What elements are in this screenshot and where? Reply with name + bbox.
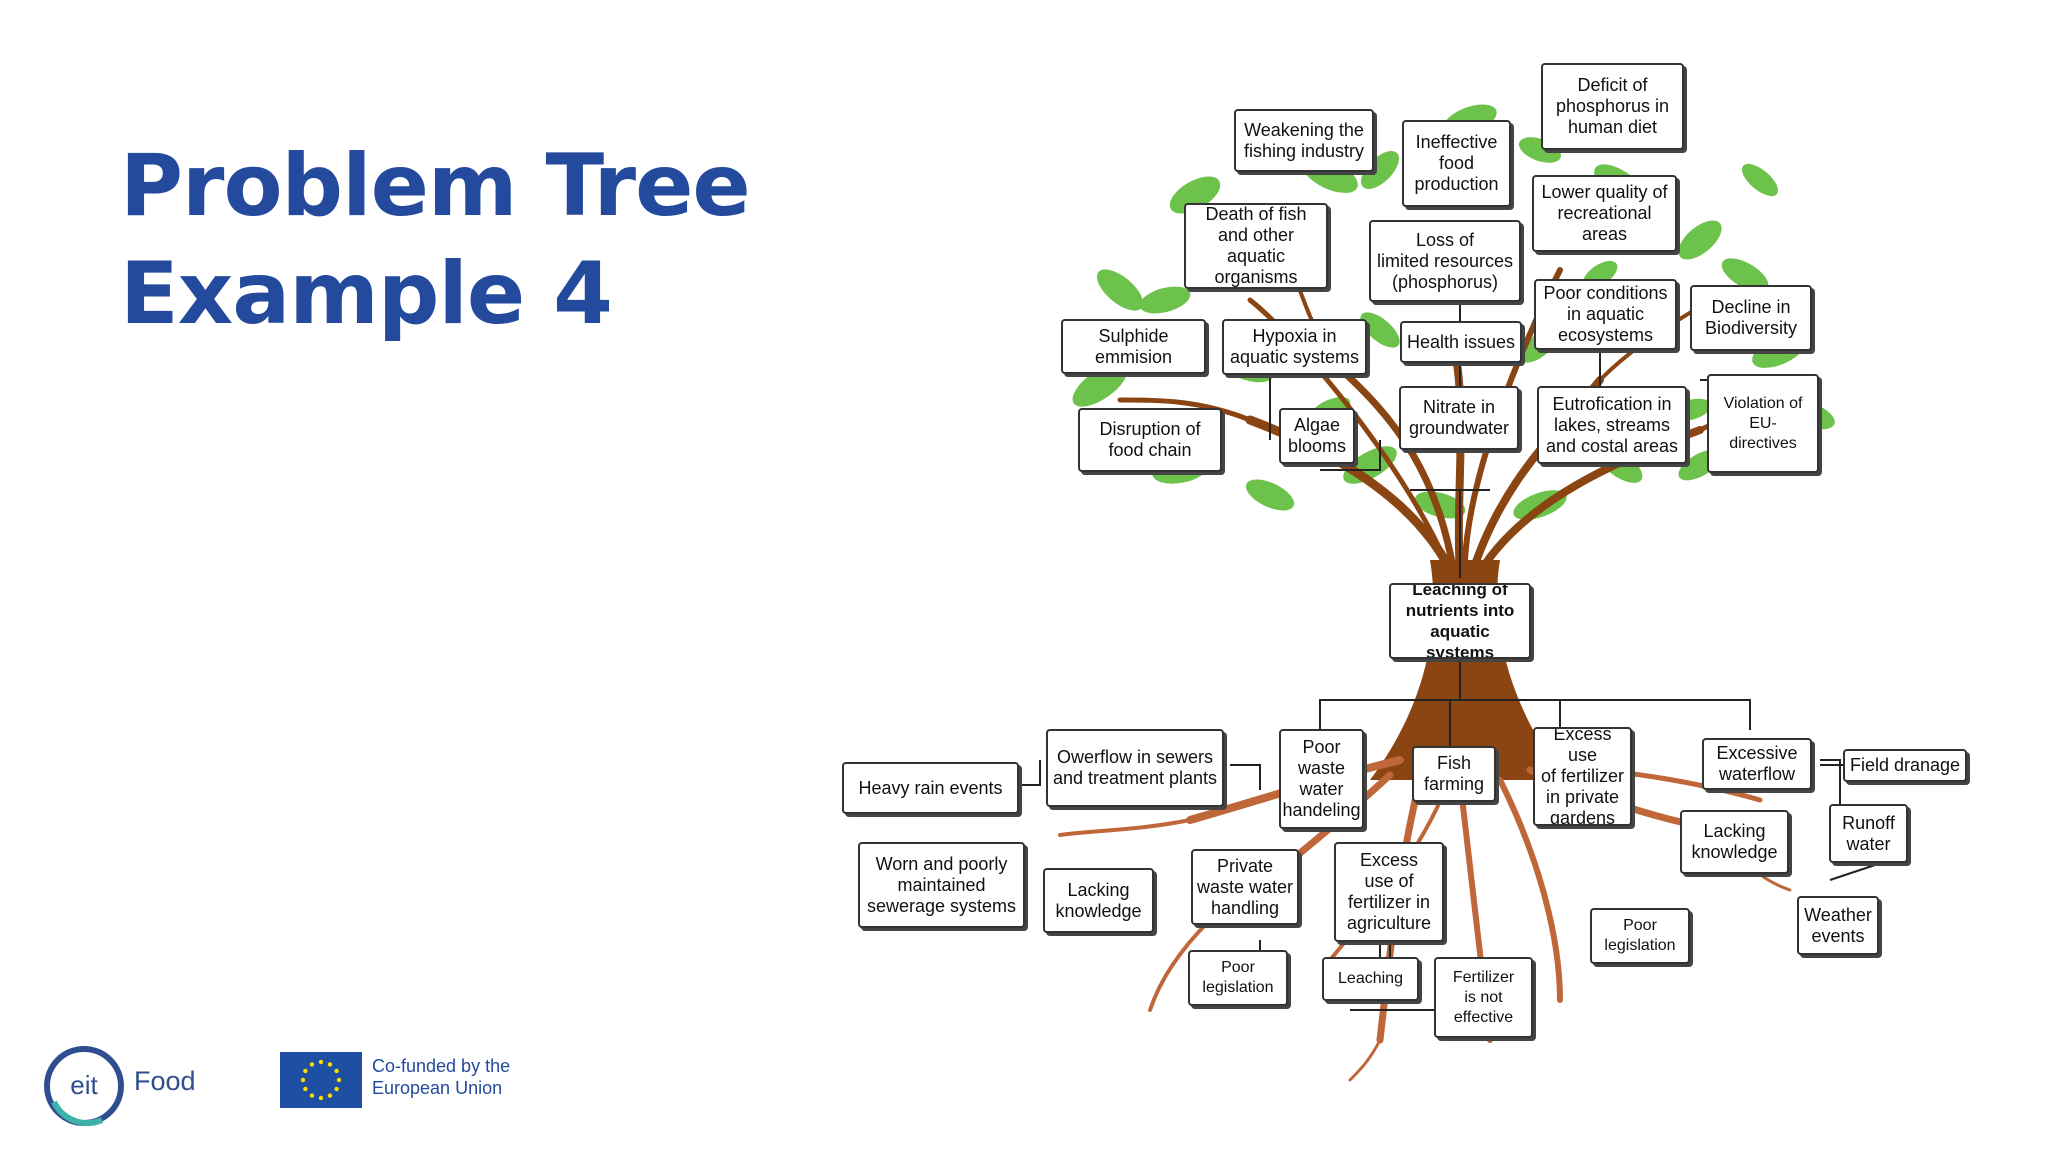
effect-nitrate-groundwater: Nitrate in groundwater: [1399, 386, 1519, 450]
effect-violation-eu-directives: Violation of EU- directives: [1707, 374, 1819, 473]
effect-poor-conditions-aquatic: Poor conditions in aquatic ecosystems: [1534, 279, 1677, 350]
cause-fertilizer-not-effective: Fertilizer is not effective: [1434, 957, 1533, 1038]
effect-sulphide-emmision: Sulphide emmision: [1061, 319, 1206, 374]
eit-food-logo-icon: eit: [44, 1046, 124, 1127]
cause-poor-waste-water-handeling: Poor waste water handeling: [1279, 729, 1364, 829]
eu-text-line-2: European Union: [372, 1078, 503, 1098]
effect-deficit-phosphorus: Deficit of phosphorus in human diet: [1541, 63, 1684, 150]
effect-hypoxia-aquatic-systems: Hypoxia in aquatic systems: [1222, 319, 1367, 375]
eu-flag-icon: [280, 1052, 362, 1108]
effect-algae-blooms: Algae blooms: [1279, 408, 1355, 464]
eit-brand-text: Food: [134, 1066, 196, 1096]
cause-worn-sewerage-systems: Worn and poorly maintained sewerage syst…: [858, 842, 1025, 928]
title-line-1: Problem Tree: [120, 136, 751, 236]
cause-lacking-knowledge-left: Lacking knowledge: [1043, 868, 1154, 933]
tree-trunk: [1370, 560, 1565, 780]
effect-disruption-food-chain: Disruption of food chain: [1078, 408, 1222, 472]
cause-weather-events: Weather events: [1797, 896, 1879, 955]
cause-excess-fertilizer-agriculture: Excess use of fertilizer in agriculture: [1334, 842, 1444, 942]
slide-title: Problem Tree Example 4: [120, 132, 751, 348]
cause-overflow-sewers: Owerflow in sewers and treatment plants: [1046, 729, 1224, 807]
effect-weakening-fishing-industry: Weakening the fishing industry: [1234, 109, 1374, 172]
effect-death-of-fish: Death of fish and other aquatic organism…: [1184, 203, 1328, 289]
title-line-2: Example 4: [120, 244, 613, 344]
cause-excess-fertilizer-gardens: Excess use of fertilizer in private gard…: [1533, 727, 1632, 826]
cause-poor-legislation-left: Poor legislation: [1188, 950, 1288, 1006]
effect-lower-quality-recreational: Lower quality of recreational areas: [1532, 175, 1677, 252]
core-problem-box: Leaching of nutrients into aquatic syste…: [1389, 583, 1531, 659]
effect-health-issues: Health issues: [1400, 321, 1522, 363]
cause-poor-legislation-right: Poor legislation: [1590, 908, 1690, 964]
footer-logos: eit Food Co-funded by the European Union: [0, 1030, 700, 1140]
effect-decline-in-biodiversity: Decline in Biodiversity: [1690, 285, 1812, 351]
effect-eutrofication: Eutrofication in lakes, streams and cost…: [1537, 386, 1687, 464]
eu-text-line-1: Co-funded by the: [372, 1056, 511, 1076]
cause-leaching: Leaching: [1322, 957, 1419, 1001]
cause-private-waste-water: Private waste water handling: [1191, 849, 1299, 925]
cause-field-dranage: Field dranage: [1843, 749, 1967, 782]
eu-cofunded-text: Co-funded by the European Union: [372, 1055, 510, 1099]
cause-lacking-knowledge-right: Lacking knowledge: [1680, 810, 1789, 874]
cause-fish-farming: Fish farming: [1412, 746, 1496, 802]
effect-ineffective-food-production: Ineffective food production: [1402, 120, 1511, 207]
eit-logo-text: eit: [70, 1070, 98, 1100]
effect-loss-of-resources: Loss of limited resources (phosphorus): [1369, 220, 1521, 302]
cause-runoff-water: Runoff water: [1829, 804, 1908, 863]
cause-heavy-rain-events: Heavy rain events: [842, 762, 1019, 814]
cause-excessive-waterflow: Excessive waterflow: [1702, 738, 1812, 790]
